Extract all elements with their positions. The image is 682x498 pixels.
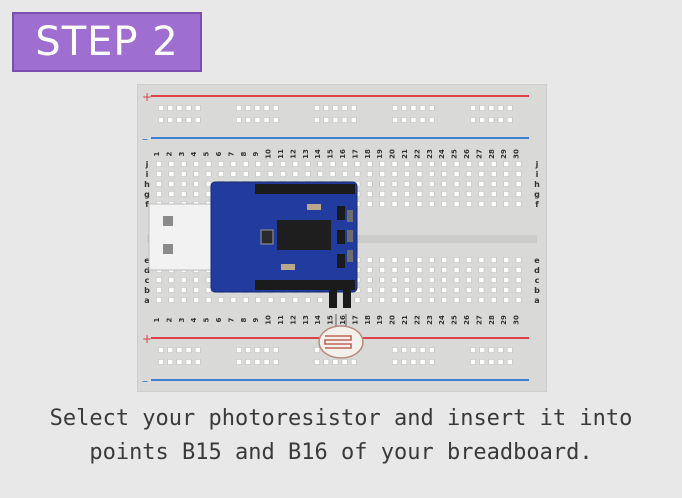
right-top-row-label: h [534,180,540,189]
instruction-line-2: points B15 and B16 of your breadboard. [89,440,593,465]
top-column-label: 21 [401,149,409,159]
bottom-column-label: 25 [451,315,459,325]
right-bottom-row-label: a [534,296,539,305]
bottom-column-label: 21 [401,315,409,325]
bottom-column-label: 9 [252,317,260,322]
bottom-column-label: 19 [376,315,384,325]
top-column-label: 3 [178,151,186,156]
bottom-column-label: 28 [488,315,496,325]
bottom-column-label: 6 [215,317,223,322]
top-column-label: 1 [153,151,161,156]
top-column-label: 5 [203,151,211,156]
right-top-row-label: i [536,170,539,179]
bottom-plus-label: + [142,332,152,346]
top-column-label: 6 [215,151,223,156]
right-top-row-label: j [535,160,539,169]
bottom-column-label: 16 [339,315,347,325]
bottom-column-label: 4 [190,317,198,322]
right-bottom-row-label: b [534,286,540,295]
right-bottom-row-label: e [534,256,540,265]
left-top-row-label: i [146,170,149,179]
top-plus-label: + [142,90,152,104]
bottom-column-label: 20 [389,315,397,325]
bottom-column-label: 10 [265,315,273,325]
top-column-label: 19 [376,149,384,159]
top-column-label: 25 [451,149,459,159]
top-column-label: 27 [475,149,483,159]
left-bottom-row-label: c [145,276,150,285]
top-minus-label: – [142,132,148,146]
left-top-row-label: j [145,160,149,169]
right-bottom-row-label: c [535,276,540,285]
instructions: Select your photoresistor and insert it … [0,402,682,470]
bottom-column-label: 23 [426,315,434,325]
bottom-column-label: 22 [413,315,421,325]
bottom-column-label: 12 [289,315,297,325]
top-column-label: 11 [277,149,285,159]
right-bottom-row-label: d [534,266,540,275]
top-column-label: 23 [426,149,434,159]
top-column-label: 2 [165,151,173,156]
bottom-column-label: 8 [240,317,248,322]
right-top-row-label: g [534,190,540,199]
left-top-row-label: f [145,200,149,209]
bottom-column-label: 14 [314,315,322,325]
top-column-label: 14 [314,149,322,159]
top-column-label: 16 [339,149,347,159]
bottom-column-label: 2 [165,317,173,322]
top-column-label: 7 [227,151,235,156]
top-column-label: 28 [488,149,496,159]
instruction-line-1: Select your photoresistor and insert it … [49,406,633,431]
bottom-column-label: 26 [463,315,471,325]
top-column-label: 13 [302,149,310,159]
usb-serial-module [210,181,358,293]
bottom-column-label: 29 [500,315,508,325]
top-column-label: 4 [190,151,198,156]
top-column-label: 18 [364,149,372,159]
bottom-minus-label: – [142,374,148,388]
top-column-label: 26 [463,149,471,159]
bottom-column-label: 27 [475,315,483,325]
top-column-label: 9 [252,151,260,156]
bottom-column-label: 13 [302,315,310,325]
top-column-label: 10 [265,149,273,159]
bottom-column-label: 11 [277,315,285,325]
bottom-column-label: 1 [153,317,161,322]
bottom-column-label: 3 [178,317,186,322]
bottom-column-label: 18 [364,315,372,325]
top-column-label: 17 [351,149,359,159]
left-bottom-row-label: d [144,266,150,275]
top-column-label: 8 [240,151,248,156]
left-top-row-label: g [144,190,150,199]
left-top-row-label: h [144,180,150,189]
top-column-label: 20 [389,149,397,159]
photoresistor [318,314,364,359]
bottom-column-label: 24 [438,315,446,325]
step-badge: STEP 2 [12,12,202,72]
top-column-label: 12 [289,149,297,159]
bottom-column-label: 7 [227,317,235,322]
top-column-label: 15 [327,149,335,159]
left-bottom-row-label: e [144,256,150,265]
left-bottom-row-label: a [144,296,149,305]
top-column-label: 30 [513,149,521,159]
bottom-column-label: 15 [327,315,335,325]
top-column-label: 29 [500,149,508,159]
bottom-column-label: 17 [351,315,359,325]
top-column-label: 22 [413,149,421,159]
bottom-column-label: 5 [203,317,211,322]
bottom-column-label: 30 [513,315,521,325]
top-column-label: 24 [438,149,446,159]
right-top-row-label: f [535,200,539,209]
left-bottom-row-label: b [144,286,150,295]
